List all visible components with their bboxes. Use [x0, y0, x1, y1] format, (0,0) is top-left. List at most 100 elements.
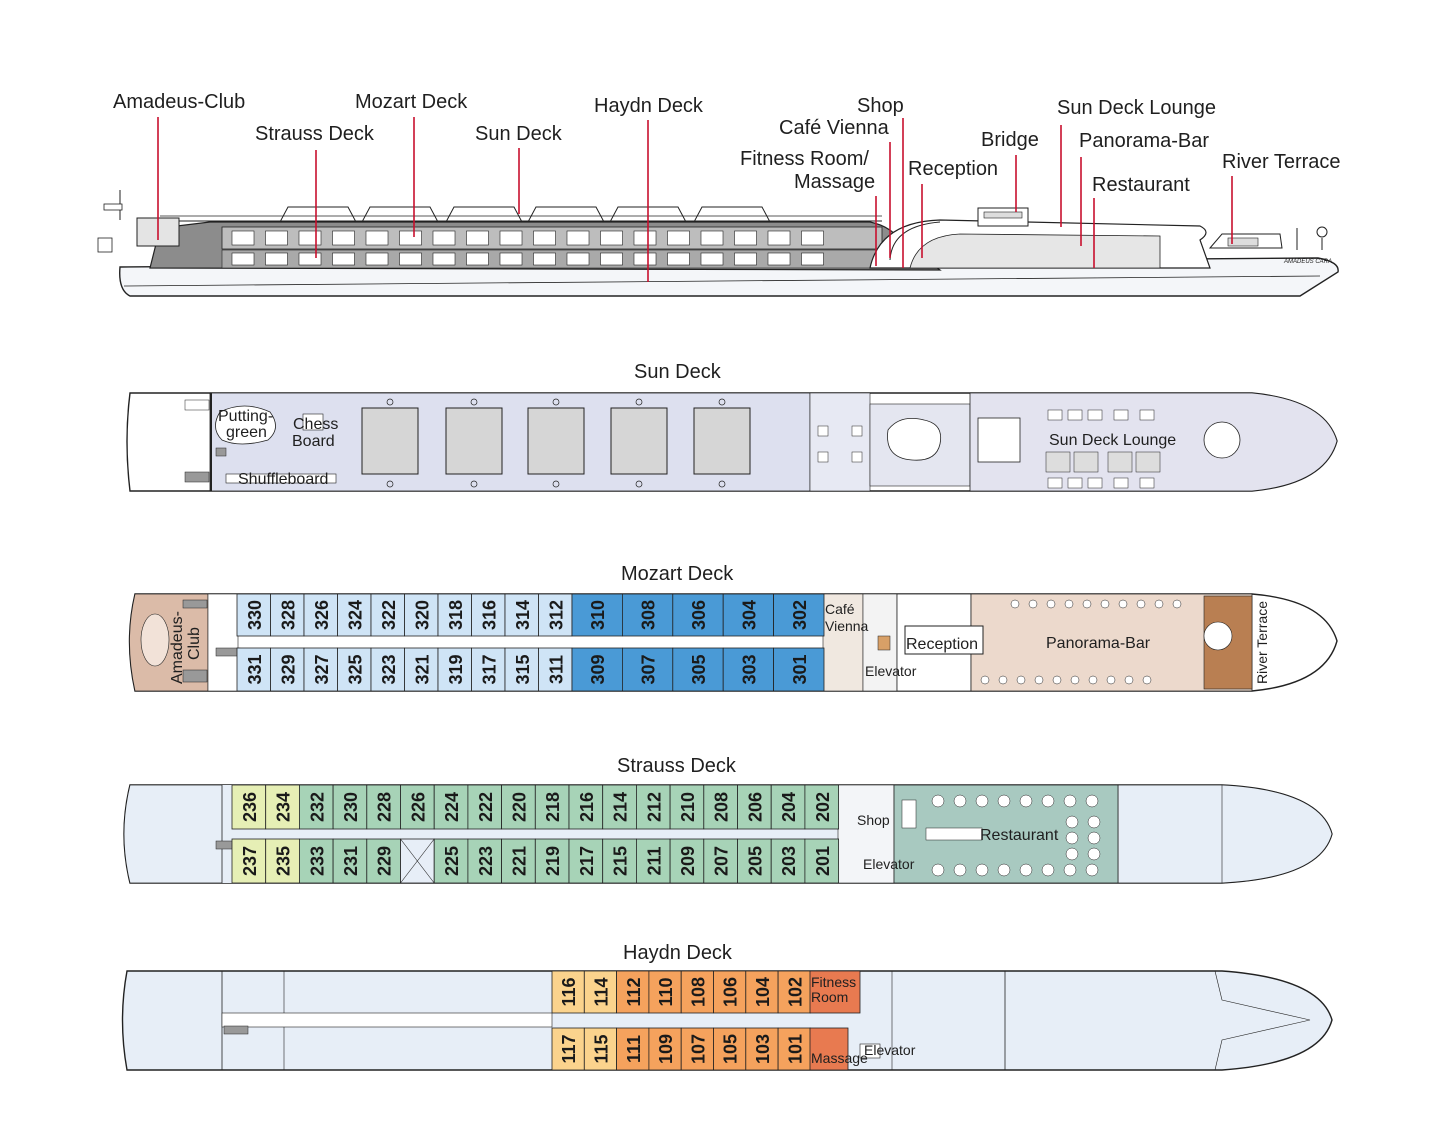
cabin	[616, 970, 650, 1014]
shuffleboard-court	[225, 473, 337, 484]
bar-seat	[1100, 599, 1110, 609]
cabin	[568, 838, 604, 884]
cabin-316: 316	[479, 600, 499, 630]
cabin-235: 235	[274, 846, 294, 876]
mozart-furniture	[140, 599, 1233, 685]
cabin-236: 236	[240, 792, 260, 822]
sun-canopy	[361, 407, 419, 475]
cabin-308: 308	[639, 600, 659, 630]
cabin	[773, 647, 825, 692]
cabin	[270, 593, 305, 637]
cabin	[437, 647, 472, 692]
buffet	[925, 827, 983, 841]
window	[700, 230, 724, 246]
label-sun-deck-lounge: Sun Deck Lounge	[1057, 97, 1216, 119]
cabin	[236, 647, 271, 692]
cabin	[332, 784, 368, 830]
window	[767, 230, 791, 246]
label-mozart-deck: Mozart Deck	[355, 91, 468, 113]
window	[767, 252, 791, 266]
cabin-315: 315	[513, 654, 533, 684]
cabin	[804, 784, 840, 830]
bar-seat	[1064, 599, 1074, 609]
cabin-114: 114	[591, 977, 611, 1006]
restaurant-table	[1065, 831, 1079, 845]
window	[231, 230, 255, 246]
restaurant-table	[1019, 863, 1033, 877]
window	[700, 252, 724, 266]
label-sun-deck: Sun Deck	[475, 123, 563, 145]
cabin	[737, 784, 772, 830]
cabin-108: 108	[688, 977, 708, 1007]
cabin	[669, 784, 705, 830]
bar-seat	[1172, 599, 1182, 609]
cabin	[370, 647, 405, 692]
cabin	[404, 593, 439, 637]
window	[466, 230, 489, 246]
window	[533, 252, 556, 266]
cabin	[534, 784, 570, 830]
lounge-seat	[1139, 477, 1155, 489]
cabin	[303, 593, 338, 637]
lounge-seat	[1047, 409, 1063, 421]
window	[499, 252, 523, 266]
cabin-309: 309	[588, 654, 608, 684]
cabin	[538, 647, 573, 692]
restaurant-table	[1087, 815, 1101, 829]
restaurant-table	[1063, 794, 1077, 808]
cabin	[551, 1027, 585, 1071]
window	[399, 230, 422, 246]
window	[600, 230, 623, 246]
cafe-vienna-label-1: Café	[825, 601, 855, 617]
window	[801, 252, 824, 266]
elevator-label-mozart: Elevator	[865, 663, 917, 679]
cabin-216: 216	[577, 792, 597, 822]
cabin	[404, 647, 439, 692]
ship-name: AMADEUS CARA	[1283, 259, 1332, 265]
club-seating	[140, 613, 170, 667]
cabin	[722, 647, 775, 692]
cabin	[770, 838, 806, 884]
bar-seat	[1142, 675, 1152, 685]
lounger	[470, 398, 478, 406]
cabin	[366, 838, 401, 884]
restaurant-table	[931, 863, 945, 877]
strauss-deck-title: Strauss Deck	[617, 755, 737, 777]
cabin-218: 218	[543, 792, 563, 822]
restaurant-table	[1087, 831, 1101, 845]
cabin-208: 208	[712, 792, 732, 822]
cabin-222: 222	[476, 792, 496, 822]
lounger	[552, 398, 560, 406]
window	[265, 252, 288, 266]
window	[231, 252, 255, 266]
cabin-204: 204	[779, 792, 799, 822]
cabin-201: 201	[813, 846, 833, 876]
restaurant-table	[997, 863, 1011, 877]
sun-canopy	[445, 407, 503, 475]
cabin	[571, 593, 623, 637]
cabin-104: 104	[753, 977, 773, 1007]
cabin	[231, 838, 267, 884]
restaurant-table	[1041, 794, 1055, 808]
window	[533, 230, 556, 246]
cabin-317: 317	[479, 654, 499, 684]
bar-seat	[998, 675, 1008, 685]
cabin-232: 232	[307, 792, 327, 822]
cabin-302: 302	[790, 600, 810, 630]
bar-seat	[1070, 675, 1080, 685]
cabin-306: 306	[689, 600, 709, 630]
cabin-115: 115	[591, 1034, 611, 1063]
lounger	[718, 480, 726, 488]
bar-seat	[1154, 599, 1164, 609]
cabin	[777, 1027, 811, 1071]
cabin	[366, 784, 401, 830]
sun-deck-lounge-label: Sun Deck Lounge	[1049, 432, 1176, 449]
cabin-111: 111	[624, 1035, 644, 1063]
lounger	[386, 480, 394, 488]
cabin	[551, 970, 585, 1014]
cabin	[583, 1027, 617, 1071]
sun-deck-awnings	[279, 206, 771, 223]
